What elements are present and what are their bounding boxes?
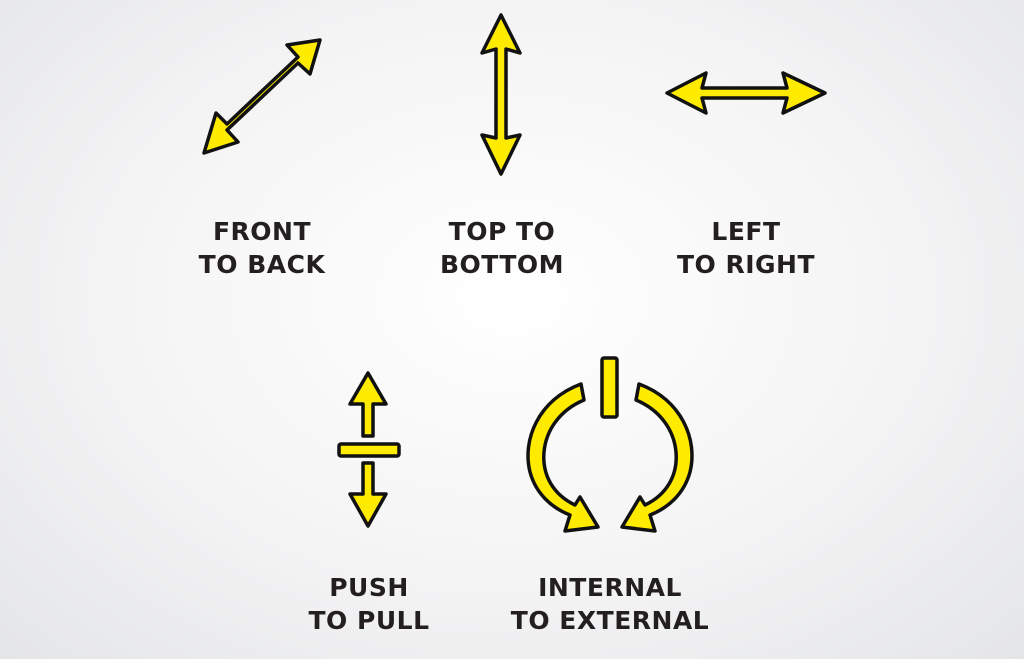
left-curved-arrow-icon bbox=[526, 382, 600, 533]
right-curved-arrow-icon bbox=[620, 382, 694, 533]
label-line-1: TOP TO bbox=[448, 217, 556, 246]
label-internal-to-external: INTERNAL TO EXTERNAL bbox=[511, 571, 709, 637]
label-left-to-right: LEFT TO RIGHT bbox=[677, 215, 815, 281]
label-line-2: TO EXTERNAL bbox=[510, 606, 710, 635]
up-arrow-icon bbox=[348, 371, 388, 438]
bar-icon bbox=[337, 442, 401, 458]
label-line-1: LEFT bbox=[711, 217, 781, 246]
label-front-to-back: FRONT TO BACK bbox=[199, 215, 326, 281]
horizontal-arrow-icon bbox=[665, 71, 827, 115]
label-line-1: INTERNAL bbox=[538, 573, 682, 602]
down-arrow-icon bbox=[348, 461, 388, 528]
label-line-1: PUSH bbox=[329, 573, 409, 602]
label-line-2: TO RIGHT bbox=[676, 250, 816, 279]
center-bar-icon bbox=[600, 356, 619, 419]
label-line-2: TO BACK bbox=[198, 250, 326, 279]
circular-rotation-arrows-icon bbox=[526, 356, 694, 533]
diagonal-arrow-icon bbox=[202, 38, 322, 155]
label-line-1: FRONT bbox=[212, 217, 312, 246]
label-line-2: TO PULL bbox=[308, 606, 430, 635]
label-top-to-bottom: TOP TO BOTTOM bbox=[440, 215, 564, 281]
label-line-2: BOTTOM bbox=[439, 250, 565, 279]
push-pull-arrows-icon bbox=[337, 371, 401, 528]
label-push-to-pull: PUSH TO PULL bbox=[309, 571, 430, 637]
vertical-arrow-icon bbox=[480, 13, 522, 176]
